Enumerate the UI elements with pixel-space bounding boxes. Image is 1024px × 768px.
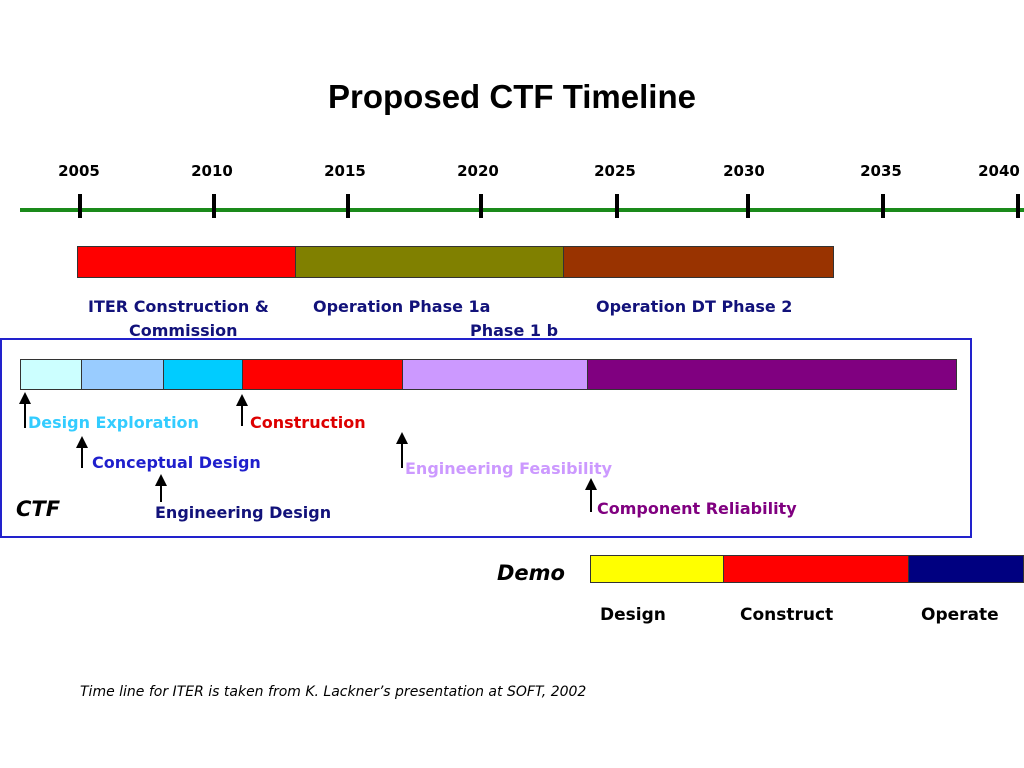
ctf-engineering-design-bar: [163, 359, 243, 390]
demo-design-bar: [590, 555, 724, 583]
timeline-axis: [20, 208, 1024, 212]
ctf-design-exploration-label: Design Exploration: [28, 413, 199, 432]
iter-operation-dt-phase2-label: Operation DT Phase 2: [596, 297, 793, 316]
year-label-2030: 2030: [723, 162, 765, 180]
year-label-2035: 2035: [860, 162, 902, 180]
demo-operate-label: Operate: [921, 605, 999, 625]
ctf-engineering-feasibility-bar: [402, 359, 588, 390]
year-label-2020: 2020: [457, 162, 499, 180]
ctf-conceptual-design-bar: [81, 359, 164, 390]
year-tick: [746, 194, 750, 218]
year-label-2040: 2040: [978, 162, 1020, 180]
up-arrow-icon: [76, 436, 88, 468]
ctf-design-exploration-bar: [20, 359, 82, 390]
iter-commission-label: Commission: [129, 321, 238, 340]
iter-construction-bar: [77, 246, 296, 278]
ctf-engineering-design-label: Engineering Design: [155, 503, 332, 522]
up-arrow-icon: [585, 478, 597, 512]
demo-operate-bar: [908, 555, 1024, 583]
iter-phase1b-label: Phase 1 b: [470, 321, 559, 340]
up-arrow-icon: [236, 394, 248, 426]
ctf-construction-label: Construction: [250, 413, 366, 432]
year-tick: [212, 194, 216, 218]
ctf-engineering-feasibility-label: Engineering Feasibility: [405, 459, 613, 478]
ctf-conceptual-design-label: Conceptual Design: [92, 453, 261, 472]
year-tick: [1016, 194, 1020, 218]
demo-design-label: Design: [600, 605, 666, 625]
iter-operation-dt-phase2-bar: [563, 246, 834, 278]
year-label-2005: 2005: [58, 162, 100, 180]
demo-construct-label: Construct: [740, 605, 834, 625]
year-tick: [881, 194, 885, 218]
demo-name-label: Demo: [497, 561, 565, 585]
demo-construct-bar: [723, 555, 909, 583]
year-tick: [615, 194, 619, 218]
ctf-component-reliability-bar: [587, 359, 957, 390]
year-label-2010: 2010: [191, 162, 233, 180]
year-label-2015: 2015: [324, 162, 366, 180]
iter-operation-phase1-bar: [295, 246, 564, 278]
year-tick: [479, 194, 483, 218]
up-arrow-icon: [19, 392, 31, 428]
year-label-2025: 2025: [594, 162, 636, 180]
iter-construction-label: ITER Construction &: [88, 297, 269, 316]
year-tick: [78, 194, 82, 218]
ctf-construction-bar: [242, 359, 403, 390]
ctf-box: [0, 338, 972, 538]
iter-operation-phase1a-label: Operation Phase 1a: [313, 297, 491, 316]
up-arrow-icon: [155, 474, 167, 502]
up-arrow-icon: [396, 432, 408, 468]
page-title: Proposed CTF Timeline: [328, 78, 696, 115]
ctf-component-reliability-label: Component Reliability: [597, 499, 797, 518]
footnote: Time line for ITER is taken from K. Lack…: [80, 684, 587, 700]
year-tick: [346, 194, 350, 218]
ctf-name-label: CTF: [16, 497, 61, 521]
